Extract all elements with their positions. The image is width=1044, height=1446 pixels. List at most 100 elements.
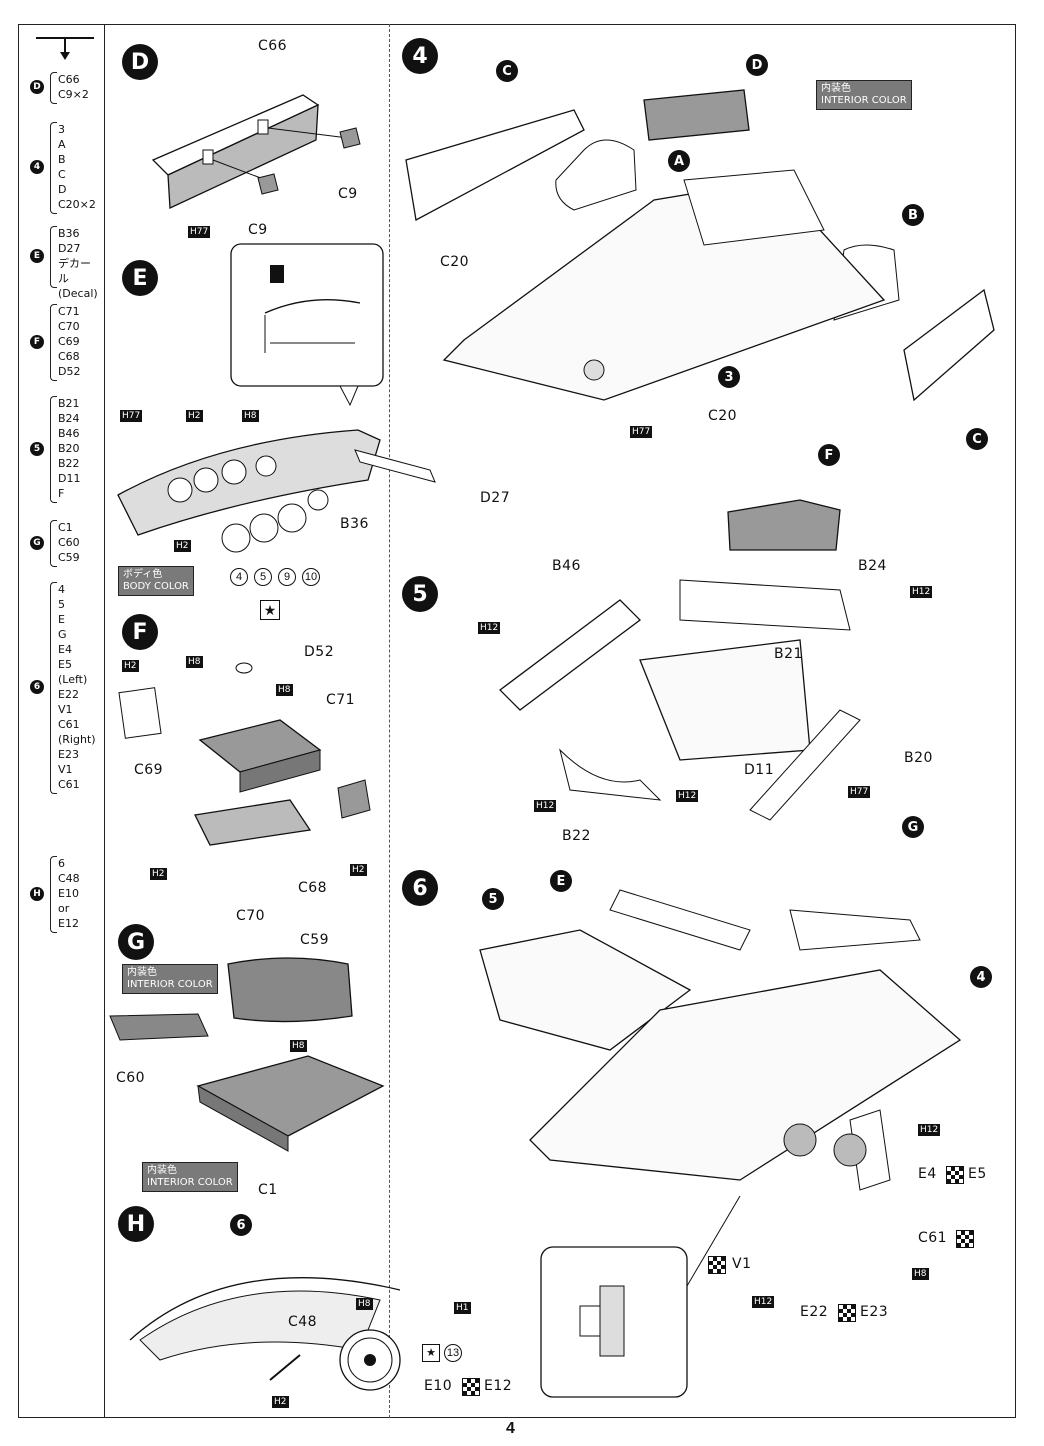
step-d-panel-drawing: [151, 94, 349, 209]
step-g-rearseat-drawing: [109, 957, 385, 1152]
part-item: D: [58, 183, 67, 196]
part-item: E22: [58, 688, 79, 701]
left-side-icon: [708, 1256, 726, 1274]
decal-13: ★ 13: [422, 1344, 462, 1362]
part-item: or: [58, 902, 70, 915]
part-item: C70: [58, 320, 80, 333]
part-item: A: [58, 138, 66, 151]
hub-detail-callout: [540, 1195, 741, 1398]
label-h2: H2: [122, 660, 139, 672]
or-icon: [946, 1166, 964, 1184]
step-d-marker: D: [122, 44, 158, 80]
label-h77: H77: [848, 786, 871, 798]
step-h-marker: H: [118, 1206, 154, 1242]
label-c68: C68: [298, 880, 328, 896]
label-c9: C9: [248, 222, 268, 238]
parts-group-marker: D: [30, 80, 44, 94]
parts-group-brace: [50, 122, 57, 214]
decal-9: 9: [278, 568, 296, 586]
part-item: 6: [58, 857, 65, 870]
part-f-marker: F: [818, 444, 840, 466]
part-b-marker: B: [902, 204, 924, 226]
label-b46: B46: [552, 558, 581, 574]
label-d27: D27: [480, 490, 511, 506]
label-d11: D11: [744, 762, 775, 778]
part-item: V1: [58, 703, 73, 716]
label-c9: C9: [338, 186, 358, 202]
part-item: E10: [58, 887, 79, 900]
label-h77: H77: [630, 426, 653, 438]
label-e12: E12: [484, 1378, 513, 1394]
part-item: B46: [58, 427, 80, 440]
label-e22: E22: [800, 1304, 829, 1320]
parts-group-marker: 6: [30, 680, 44, 694]
part-item: E: [58, 613, 65, 626]
step-h-dashboard-drawing: [129, 1277, 401, 1391]
label-c69: C69: [134, 762, 164, 778]
label-h8: H8: [356, 1298, 373, 1310]
or-icon: [462, 1378, 480, 1396]
part-item: D11: [58, 472, 81, 485]
c9-clip-icon: [339, 127, 361, 149]
part-item: D27: [58, 242, 81, 255]
parts-group-marker: F: [30, 334, 44, 349]
parts-column-divider: [104, 24, 105, 1418]
part-item: C: [58, 168, 66, 181]
parts-group-brace: [50, 856, 57, 933]
c9-clip-icon: [257, 173, 279, 195]
column-divider: [389, 24, 390, 1418]
part-item: V1: [58, 763, 73, 776]
part-item: C20×2: [58, 198, 96, 211]
label-h12: H12: [478, 622, 501, 634]
part-item: F: [58, 487, 65, 500]
part-d-marker: D: [746, 54, 768, 76]
label-c20: C20: [708, 408, 738, 424]
part-a-marker: A: [668, 150, 690, 172]
part-item: E4: [58, 643, 72, 656]
label-h1: H1: [454, 1302, 471, 1314]
step-e-dashboard-drawing: [117, 429, 381, 553]
step-5-marker: 5: [402, 576, 438, 612]
step-4-chassis-drawing: [405, 89, 995, 402]
label-c20: C20: [440, 254, 470, 270]
part-c-marker: C: [966, 428, 988, 450]
parts-group-brace: [50, 520, 57, 567]
label-h2: H2: [174, 540, 191, 552]
label-e10: E10: [424, 1378, 453, 1394]
label-h8: H8: [290, 1040, 307, 1052]
label-h8: H8: [186, 656, 203, 668]
part-item: G: [58, 628, 67, 641]
detail-callout: [230, 243, 384, 407]
part-item: C59: [58, 551, 80, 564]
part-item: (Right): [58, 733, 96, 746]
label-c59: C59: [300, 932, 330, 948]
part-item: C61: [58, 778, 80, 791]
label-b22: B22: [562, 828, 591, 844]
step-e-marker: E: [122, 260, 158, 296]
label-h8: H8: [912, 1268, 929, 1280]
label-b20: B20: [904, 750, 933, 766]
parts-group-brace: [50, 304, 57, 381]
step-f-marker: F: [122, 614, 158, 650]
part-item: C61: [58, 718, 80, 731]
step-6-body-drawing: [479, 889, 962, 1191]
label-c61: C61: [918, 1230, 948, 1246]
parts-group-marker: G: [30, 535, 44, 550]
step-5-floor-drawing: [499, 499, 861, 821]
parts-group-marker: E: [30, 249, 44, 263]
page-number: 4: [506, 1420, 515, 1437]
part-item: C1: [58, 521, 73, 534]
part-item: E12: [58, 917, 79, 930]
part-g-marker: G: [902, 816, 924, 838]
part-item: 4: [58, 583, 65, 596]
label-h12: H12: [676, 790, 699, 802]
label-h12: H12: [918, 1124, 941, 1136]
parts-group-marker: H: [30, 886, 44, 901]
label-c1: C1: [258, 1182, 278, 1198]
part-item: D52: [58, 365, 81, 378]
label-e4: E4: [918, 1166, 937, 1182]
